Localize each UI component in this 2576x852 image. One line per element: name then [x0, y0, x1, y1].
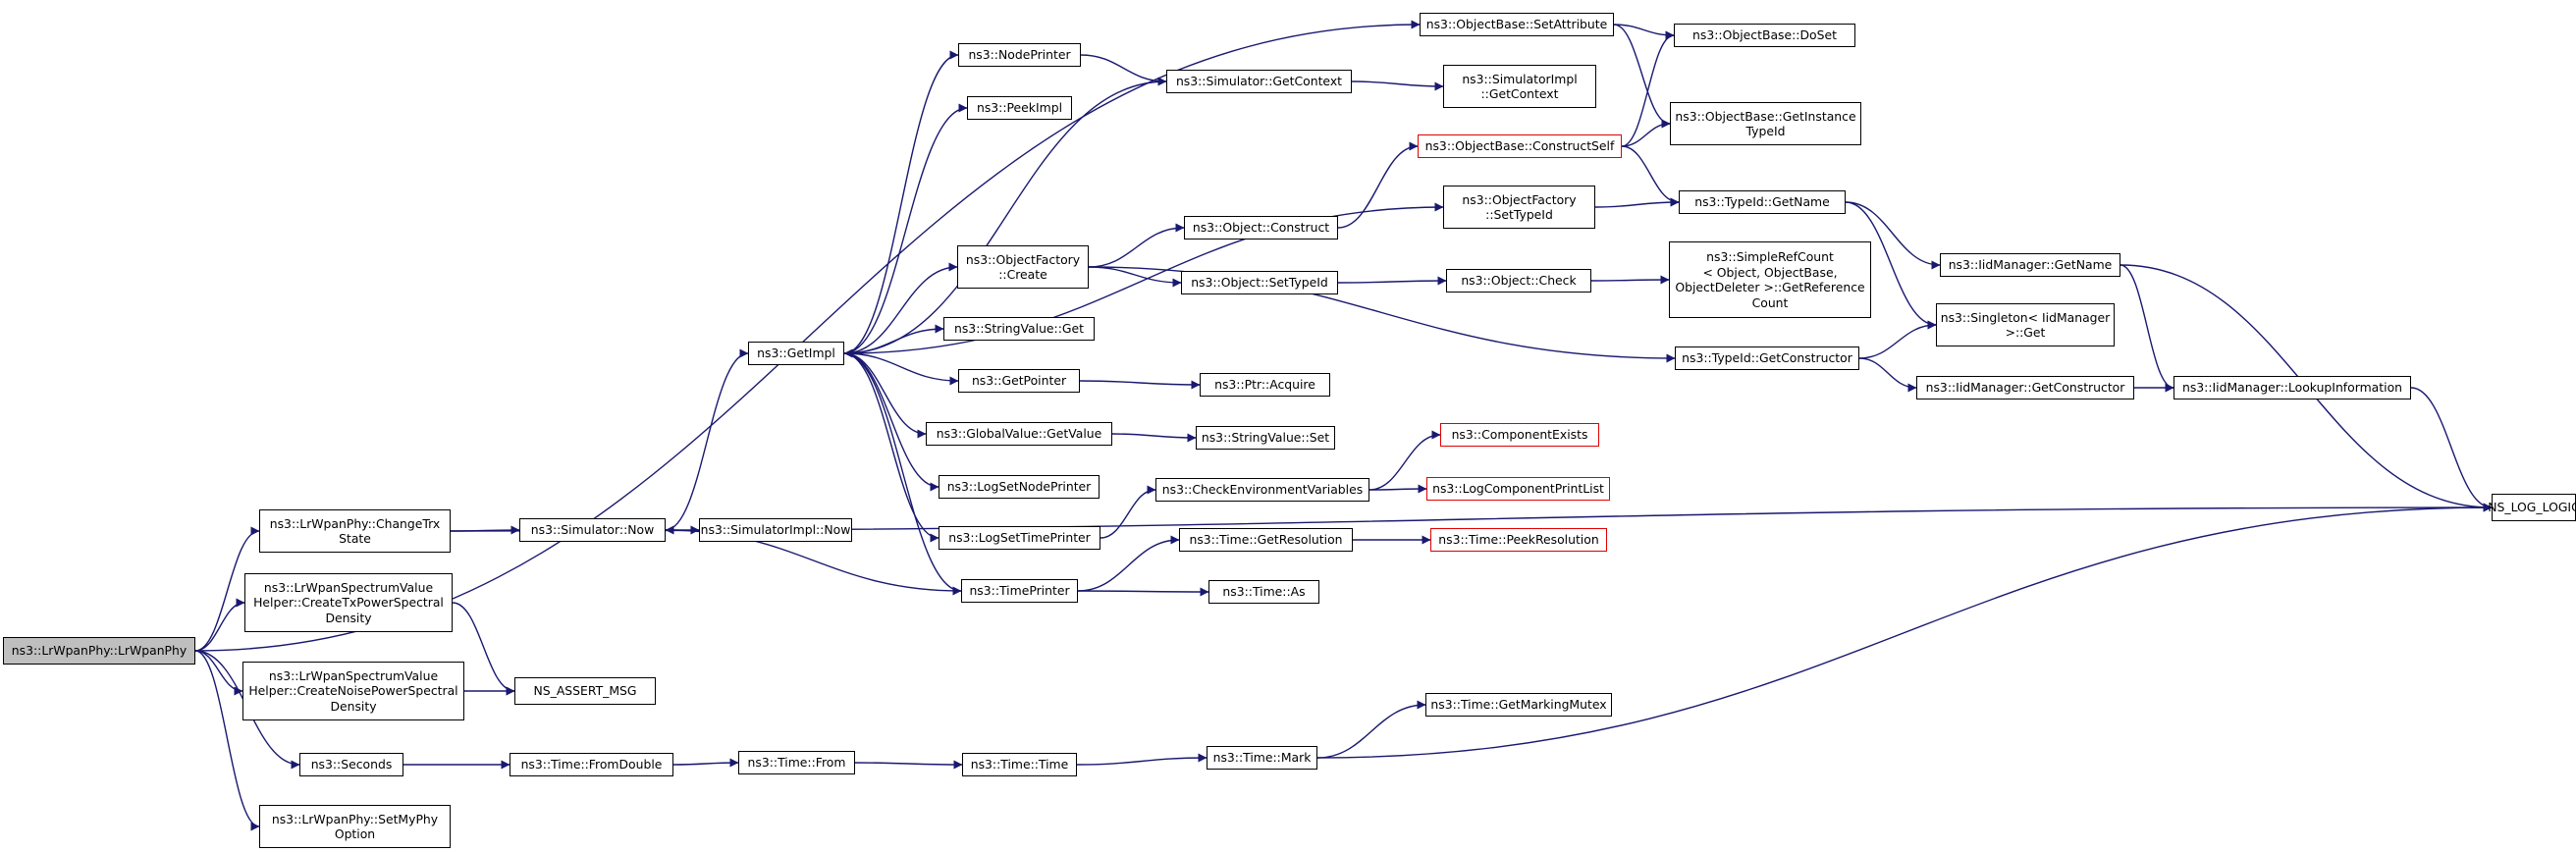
edge-fromdouble-to-from	[672, 758, 739, 768]
node-checkenv[interactable]: ns3::CheckEnvironmentVariables	[1155, 478, 1369, 502]
node-timegetres[interactable]: ns3::Time::GetResolution	[1179, 528, 1353, 552]
node-doset[interactable]: ns3::ObjectBase::DoSet	[1674, 24, 1855, 47]
node-from[interactable]: ns3::Time::From	[738, 751, 855, 774]
node-strvalset[interactable]: ns3::StringValue::Set	[1196, 426, 1335, 450]
edge-iidgetname-to-iidlookup	[2120, 264, 2174, 393]
edge-simgetctx-to-simimplgetctx	[1351, 80, 1444, 91]
node-timemark[interactable]: ns3::Time::Mark	[1207, 746, 1317, 770]
node-objfactcreate[interactable]: ns3::ObjectFactory ::Create	[957, 245, 1089, 289]
node-singletonget[interactable]: ns3::Singleton< IidManager >::Get	[1936, 303, 2115, 346]
node-getmarkingmutex[interactable]: ns3::Time::GetMarkingMutex	[1425, 693, 1612, 717]
node-assert[interactable]: NS_ASSERT_MSG	[514, 677, 656, 705]
node-logsettime[interactable]: ns3::LogSetTimePrinter	[939, 526, 1100, 550]
node-simimplgetctx[interactable]: ns3::SimulatorImpl ::GetContext	[1443, 65, 1596, 108]
node-seconds[interactable]: ns3::Seconds	[299, 753, 403, 776]
edge-nodeprinter-to-simgetctx	[1080, 54, 1167, 86]
edge-timetime-to-timemark	[1076, 753, 1208, 766]
node-objsettypeid[interactable]: ns3::Object::SetTypeId	[1181, 271, 1338, 294]
edge-timemark-to-nslog	[1316, 503, 2493, 759]
edge-typeidgetctor-to-iidgetctor	[1858, 357, 1917, 393]
node-iidlookup[interactable]: ns3::IidManager::LookupInformation	[2174, 376, 2411, 399]
edge-iidlookup-to-nslog	[2410, 387, 2493, 512]
node-nslog[interactable]: NS_LOG_LOGIC	[2488, 494, 2576, 521]
edge-getimpl-to-getpointer	[843, 352, 959, 386]
edge-timemark-to-getmarkingmutex	[1316, 700, 1426, 759]
edge-objfactcreate-to-objconstruct	[1088, 223, 1185, 268]
node-fromdouble[interactable]: ns3::Time::FromDouble	[510, 753, 673, 776]
edge-root-to-txpsd	[194, 598, 245, 652]
edge-getpointer-to-ptracquire	[1079, 380, 1201, 390]
edge-getimpl-to-objfactsettypeid	[843, 202, 1444, 354]
edge-txpsd-to-assert	[452, 602, 515, 696]
edge-getimpl-to-objfactcreate	[843, 262, 958, 354]
edge-checkenv-to-logcompprint	[1368, 484, 1427, 494]
edge-getimpl-to-logsettime	[843, 352, 939, 543]
node-typeidgetctor[interactable]: ns3::TypeId::GetConstructor	[1675, 346, 1859, 370]
node-logsetnode[interactable]: ns3::LogSetNodePrinter	[939, 475, 1100, 499]
node-typeidgetname[interactable]: ns3::TypeId::GetName	[1679, 190, 1846, 214]
edge-simnow-to-getimpl	[665, 348, 749, 531]
node-changetrx[interactable]: ns3::LrWpanPhy::ChangeTrx State	[259, 509, 451, 553]
edge-getimpl-to-timeprinter	[843, 352, 962, 596]
node-simplerefcount[interactable]: ns3::SimpleRefCount < Object, ObjectBase…	[1669, 241, 1871, 318]
edge-constructself-to-getinsttypeid	[1621, 119, 1671, 147]
edge-typeidgetname-to-singletonget	[1845, 201, 1937, 330]
edge-logsettime-to-checkenv	[1100, 485, 1156, 539]
node-getpointer[interactable]: ns3::GetPointer	[958, 369, 1080, 393]
edge-timeprinter-to-timeas	[1077, 587, 1209, 597]
edge-globalvalget-to-strvalset	[1111, 433, 1197, 443]
node-iidgetctor[interactable]: ns3::IidManager::GetConstructor	[1916, 376, 2134, 399]
node-peekimpl[interactable]: ns3::PeekImpl	[967, 96, 1072, 120]
edge-objconstruct-to-constructself	[1337, 141, 1419, 229]
node-root[interactable]: ns3::LrWpanPhy::LrWpanPhy	[3, 637, 195, 665]
node-objconstruct[interactable]: ns3::Object::Construct	[1184, 216, 1338, 240]
edge-timeprinter-to-timegetres	[1077, 535, 1180, 592]
node-constructself[interactable]: ns3::ObjectBase::ConstructSelf	[1418, 134, 1622, 158]
node-txpsd[interactable]: ns3::LrWpanSpectrumValue Helper::CreateT…	[244, 573, 453, 632]
node-getimpl[interactable]: ns3::GetImpl	[748, 342, 844, 365]
node-globalvalget[interactable]: ns3::GlobalValue::GetValue	[926, 422, 1112, 446]
node-timeas[interactable]: ns3::Time::As	[1208, 580, 1319, 604]
node-iidgetname[interactable]: ns3::IidManager::GetName	[1940, 253, 2120, 277]
node-simgetctx[interactable]: ns3::Simulator::GetContext	[1166, 70, 1352, 93]
edge-objcheck-to-simplerefcount	[1590, 275, 1670, 285]
edge-root-to-changetrx	[194, 526, 260, 652]
edge-simgetctx-to-getimpl	[843, 80, 1167, 358]
edge-typeidgetname-to-iidgetname	[1845, 201, 1941, 270]
node-timeprinter[interactable]: ns3::TimePrinter	[961, 579, 1078, 603]
node-objcheck[interactable]: ns3::Object::Check	[1446, 269, 1591, 293]
edge-from-to-timetime	[854, 760, 963, 770]
node-timetime[interactable]: ns3::Time::Time	[962, 753, 1077, 776]
node-noisepsd[interactable]: ns3::LrWpanSpectrumValue Helper::CreateN…	[242, 662, 464, 720]
node-simnow[interactable]: ns3::Simulator::Now	[519, 518, 666, 542]
edge-constructself-to-doset	[1621, 30, 1675, 147]
edge-getimpl-to-nodeprinter	[843, 50, 959, 354]
edge-checkenv-to-compexists	[1368, 430, 1441, 491]
node-getinsttypeid[interactable]: ns3::ObjectBase::GetInstance TypeId	[1670, 102, 1861, 145]
edge-root-to-setmyphy	[194, 650, 260, 831]
node-peekres[interactable]: ns3::Time::PeekResolution	[1430, 528, 1607, 552]
node-strvalget[interactable]: ns3::StringValue::Get	[943, 317, 1095, 341]
edge-objfactsettypeid-to-typeidgetname	[1594, 197, 1680, 208]
node-ptracquire[interactable]: ns3::Ptr::Acquire	[1200, 373, 1330, 397]
node-simimplnow[interactable]: ns3::SimulatorImpl::Now	[699, 518, 852, 542]
edge-objsettypeid-to-objcheck	[1337, 276, 1447, 286]
edge-layer	[194, 20, 2493, 831]
node-logcompprint[interactable]: ns3::LogComponentPrintList	[1426, 477, 1610, 501]
edge-getimpl-to-peekimpl	[843, 103, 968, 354]
node-objbasesetattr[interactable]: ns3::ObjectBase::SetAttribute	[1420, 13, 1614, 36]
node-nodeprinter[interactable]: ns3::NodePrinter	[958, 43, 1081, 67]
node-setmyphy[interactable]: ns3::LrWpanPhy::SetMyPhy Option	[259, 805, 451, 848]
edge-typeidgetctor-to-singletonget	[1858, 320, 1937, 359]
node-compexists[interactable]: ns3::ComponentExists	[1440, 423, 1599, 447]
node-objfactsettypeid[interactable]: ns3::ObjectFactory ::SetTypeId	[1443, 186, 1595, 229]
